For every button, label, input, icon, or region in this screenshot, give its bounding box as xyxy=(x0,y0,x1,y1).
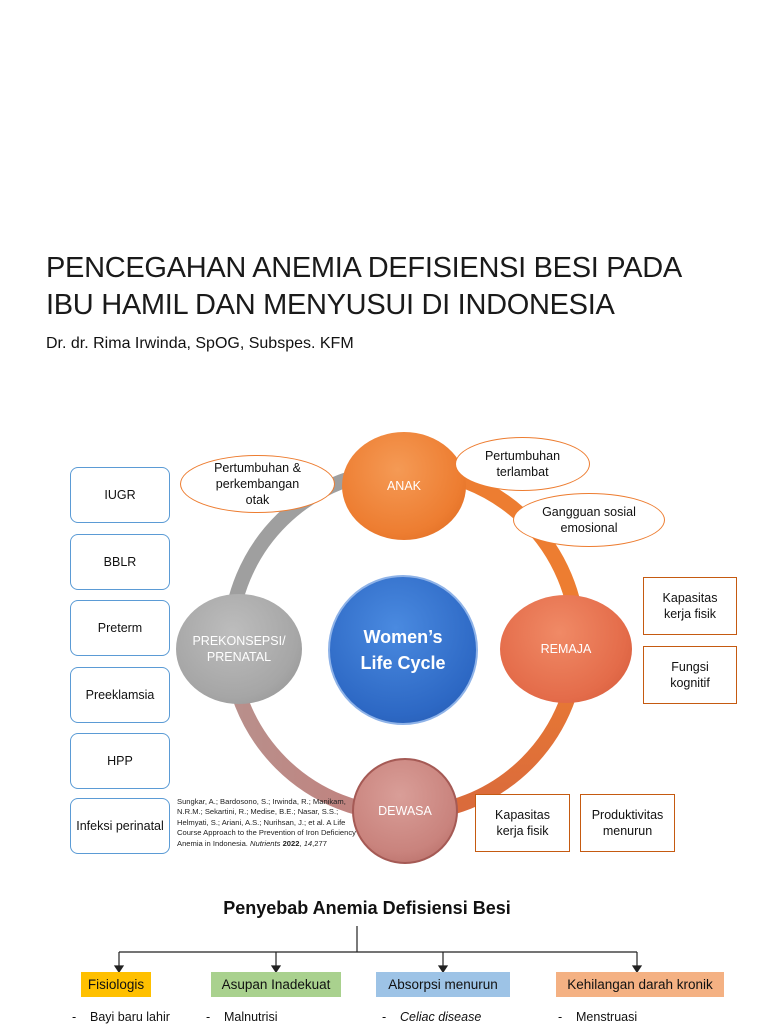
author-subtitle: Dr. dr. Rima Irwinda, SpOG, Subspes. KFM xyxy=(46,335,354,352)
causes-tree-connector xyxy=(113,926,643,974)
cause-kehilangan-darah: Kehilangan darah kronik xyxy=(556,972,724,997)
box-bblr: BBLR xyxy=(70,534,170,590)
oval-sosial-line-1: Gangguan sosial xyxy=(542,505,636,519)
box-preeklamsia-label: Preeklamsia xyxy=(85,688,155,702)
oval-terlambat-line-1: Pertumbuhan xyxy=(484,449,561,463)
stage-prekonsepsi-line-2: PRENATAL xyxy=(206,650,272,664)
bullet-dash: - xyxy=(382,1010,387,1024)
cause-item-fisiologis: -Bayi baru lahir xyxy=(72,1010,170,1024)
bullet-dash: - xyxy=(72,1010,77,1024)
oval-otak-line-2: perkembangan xyxy=(215,477,300,491)
box-remaja-kognitif: Fungsi kognitif xyxy=(643,646,737,704)
oval-sosial: Gangguan sosial emosional xyxy=(513,493,665,547)
oval-otak-line-1: Pertumbuhan & xyxy=(214,461,301,475)
stage-prekonsepsi-line-1: PREKONSEPSI/ xyxy=(192,634,286,648)
cause-item-kehilangan-text: Menstruasi xyxy=(576,1010,638,1024)
cause-absorpsi-menurun: Absorpsi menurun xyxy=(376,972,510,997)
box-remaja-kognitif-line-2: kognitif xyxy=(670,676,710,690)
cause-item-asupan-text: Malnutrisi xyxy=(224,1010,278,1024)
cause-asupan-inadekuat-label: Asupan Inadekuat xyxy=(221,977,331,992)
box-dewasa-kapasitas: Kapasitas kerja fisik xyxy=(475,794,570,852)
stage-dewasa-label: DEWASA xyxy=(378,804,432,818)
box-remaja-kapasitas-line-2: kerja fisik xyxy=(663,607,717,621)
title-line-1: PENCEGAHAN ANEMIA DEFISIENSI BESI PADA xyxy=(46,252,682,284)
box-hpp-label: HPP xyxy=(107,754,133,768)
box-preterm: Preterm xyxy=(70,600,170,656)
citation-year: 2022 xyxy=(282,838,300,848)
box-dewasa-produktivitas-line-1: Produktivitas xyxy=(591,808,664,822)
box-preeklamsia: Preeklamsia xyxy=(70,667,170,723)
cause-item-absorpsi-text: Celiac disease xyxy=(400,1010,482,1024)
stage-prekonsepsi: PREKONSEPSI/ PRENATAL xyxy=(176,594,302,704)
center-label-line-2: Life Cycle xyxy=(360,653,446,673)
cause-fisiologis: Fisiologis xyxy=(81,972,151,997)
title-line-2: IBU HAMIL DAN MENYUSUI DI INDONESIA xyxy=(46,289,615,321)
citation-journal: Nutrients xyxy=(250,838,281,848)
box-dewasa-kapasitas-line-1: Kapasitas xyxy=(495,808,550,822)
cause-absorpsi-menurun-label: Absorpsi menurun xyxy=(388,977,498,992)
cause-fisiologis-label: Fisiologis xyxy=(87,977,145,992)
bullet-dash: - xyxy=(206,1010,211,1024)
box-infeksi-perinatal-label: Infeksi perinatal xyxy=(76,819,164,833)
citation: Sungkar, A.; Bardosono, S.; Irwinda, R.;… xyxy=(177,797,356,848)
box-remaja-kapasitas: Kapasitas kerja fisik xyxy=(643,577,737,635)
oval-terlambat-line-2: terlambat xyxy=(496,465,549,479)
oval-otak: Pertumbuhan & perkembangan otak xyxy=(180,455,335,513)
stage-anak: ANAK xyxy=(342,432,466,540)
cause-item-fisiologis-text: Bayi baru lahir xyxy=(90,1010,170,1024)
box-dewasa-produktivitas: Produktivitas menurun xyxy=(580,794,675,852)
stage-dewasa: DEWASA xyxy=(352,758,458,864)
box-preterm-label: Preterm xyxy=(97,621,143,635)
oval-sosial-line-2: emosional xyxy=(560,521,618,535)
box-iugr-label: IUGR xyxy=(104,488,136,502)
box-bblr-label: BBLR xyxy=(103,555,137,569)
citation-text: Sungkar, A.; Bardosono, S.; Irwinda, R.;… xyxy=(177,797,356,848)
bullet-dash: - xyxy=(558,1010,563,1024)
page-title: PENCEGAHAN ANEMIA DEFISIENSI BESI PADA I… xyxy=(46,250,746,324)
causes-title: Penyebab Anemia Defisiensi Besi xyxy=(223,898,511,918)
box-dewasa-kapasitas-line-2: kerja fisik xyxy=(496,824,549,838)
cause-kehilangan-darah-label: Kehilangan darah kronik xyxy=(567,977,713,992)
stage-remaja: REMAJA xyxy=(500,595,632,703)
stage-remaja-label: REMAJA xyxy=(540,642,592,656)
cause-item-kehilangan: -Menstruasi xyxy=(558,1010,637,1024)
center-label-line-1: Women’s xyxy=(363,627,443,647)
oval-terlambat: Pertumbuhan terlambat xyxy=(455,437,590,491)
citation-page: ,277 xyxy=(312,838,327,848)
cause-item-absorpsi: -Celiac disease xyxy=(382,1010,481,1024)
box-infeksi-perinatal: Infeksi perinatal xyxy=(70,798,170,854)
stage-anak-label: ANAK xyxy=(386,479,422,493)
center-circle: Women’s Life Cycle xyxy=(328,575,478,725)
cause-item-asupan: -Malnutrisi xyxy=(206,1010,278,1024)
box-remaja-kapasitas-line-1: Kapasitas xyxy=(662,591,718,605)
box-remaja-kognitif-line-1: Fungsi xyxy=(671,660,709,674)
box-iugr: IUGR xyxy=(70,467,170,523)
box-dewasa-produktivitas-line-2: menurun xyxy=(602,824,653,838)
citation-volume: 14 xyxy=(303,838,313,848)
box-hpp: HPP xyxy=(70,733,170,789)
oval-otak-line-3: otak xyxy=(245,493,270,507)
cause-asupan-inadekuat: Asupan Inadekuat xyxy=(211,972,341,997)
